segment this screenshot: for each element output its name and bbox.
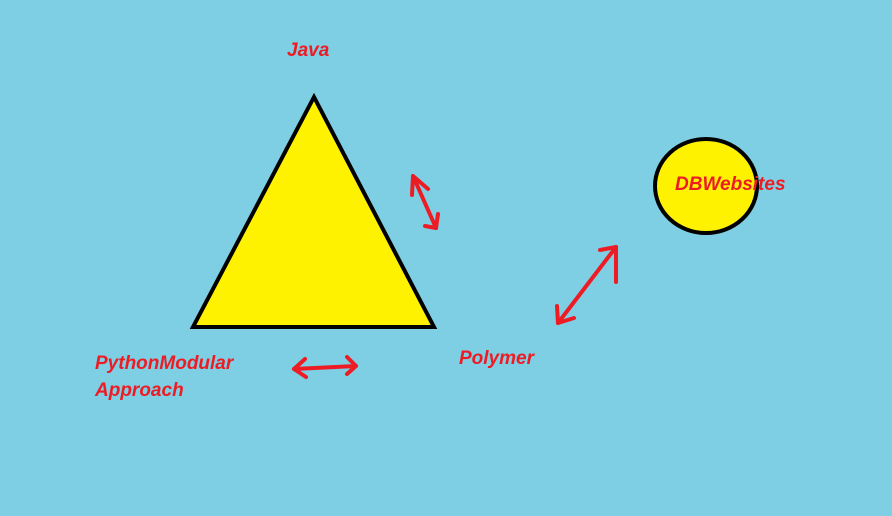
circle-shape bbox=[653, 137, 759, 235]
label-python-line1: PythonModular bbox=[95, 353, 235, 374]
double-arrow-triangle-bottom bbox=[292, 355, 358, 379]
double-arrow-polymer-dbwebsites bbox=[555, 245, 618, 325]
double-arrow-triangle-right bbox=[410, 174, 440, 230]
label-polymer: Polymer bbox=[459, 348, 536, 369]
triangle-shape bbox=[189, 92, 438, 329]
label-java: Java bbox=[287, 40, 330, 61]
label-dbwebsites: DBWebsites bbox=[675, 174, 786, 195]
label-python-line2: Approach bbox=[94, 380, 184, 401]
